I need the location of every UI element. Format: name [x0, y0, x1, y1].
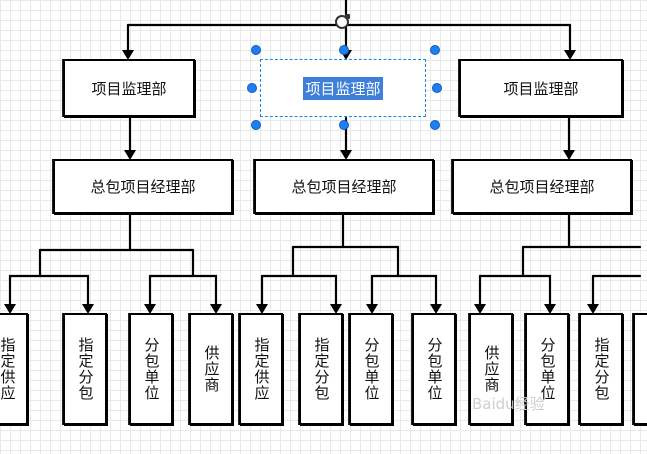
unit-box[interactable]: 指定供应 [239, 313, 283, 425]
supervision-label-right: 项目监理部 [503, 79, 579, 98]
contractor-label-left: 总包项目经理部 [90, 178, 196, 196]
rotate-handle-icon[interactable] [335, 14, 350, 29]
unit-label: 指定分包 [76, 337, 95, 401]
unit-label: 供应商 [202, 345, 221, 393]
watermark: Baidu经验 [472, 395, 545, 413]
unit-label: 分包单位 [362, 337, 381, 401]
unit-label: 供应商 [482, 345, 501, 393]
unit-box[interactable]: 指定分包 [579, 313, 623, 425]
resize-handle-sw[interactable] [251, 120, 261, 130]
unit-label: 指定供应 [252, 337, 271, 401]
resize-handle-w[interactable] [247, 83, 257, 93]
unit-box[interactable]: 供应商 [189, 313, 233, 425]
resize-handle-s[interactable] [339, 120, 349, 130]
unit-box[interactable]: 指定分包 [299, 313, 343, 425]
unit-label: 分包单位 [142, 337, 161, 401]
unit-label: 指定供应 [0, 337, 17, 401]
unit-box[interactable]: 分包单位 [412, 313, 456, 425]
supervision-box-right[interactable]: 项目监理部 [459, 59, 623, 117]
unit-label: 分包单位 [425, 337, 444, 401]
supervision-label-left: 项目监理部 [91, 79, 167, 98]
resize-handle-n[interactable] [339, 45, 349, 55]
resize-handle-nw[interactable] [251, 45, 261, 55]
unit-label: 指定分包 [312, 337, 331, 401]
resize-handle-ne[interactable] [430, 45, 440, 55]
contractor-box-center[interactable]: 总包项目经理部 [254, 159, 434, 214]
unit-box[interactable]: 指定供应 [0, 313, 28, 425]
supervision-label-selected[interactable]: 项目监理部 [303, 76, 383, 100]
contractor-box-right[interactable]: 总包项目经理部 [452, 159, 632, 214]
contractor-box-left[interactable]: 总包项目经理部 [53, 159, 233, 214]
unit-label: 指定分包 [592, 337, 611, 401]
unit-box[interactable]: 指定分包 [63, 313, 107, 425]
unit-label: 分包单位 [538, 337, 557, 401]
resize-handle-se[interactable] [430, 120, 440, 130]
unit-box[interactable]: 分包单位 [349, 313, 393, 425]
supervision-box-selected[interactable]: 项目监理部 [260, 59, 426, 117]
contractor-label-center: 总包项目经理部 [291, 178, 397, 196]
unit-box[interactable]: 分包单位 [129, 313, 173, 425]
supervision-box-left[interactable]: 项目监理部 [63, 59, 195, 117]
unit-box[interactable]: 分包单位 [525, 313, 569, 425]
unit-box[interactable]: 供应商 [469, 313, 513, 425]
unit-box-partial[interactable] [633, 313, 647, 425]
contractor-label-right: 总包项目经理部 [489, 178, 595, 196]
resize-handle-e[interactable] [432, 83, 442, 93]
